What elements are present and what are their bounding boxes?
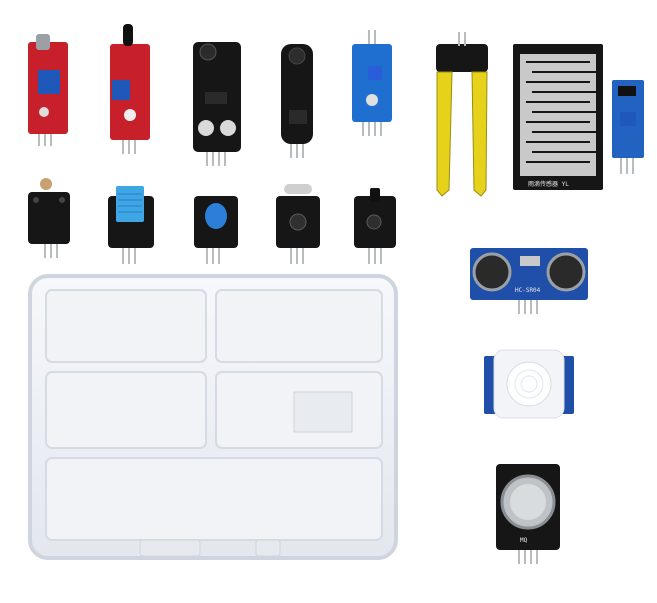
temperature-sensor-module [354,188,396,264]
line-tracking-sensor-module [281,44,313,158]
mq-gas-sensor-module: MQ [496,464,560,564]
ultrasonic-sensor-module: HC-SR04 [470,248,588,314]
rain-control-board [612,80,644,174]
tilt-sensor-module [276,184,320,264]
rain-sensor-plate: 雨滴传感器 YL [513,44,603,190]
rain-pcb-text: 雨滴传感器 YL [528,180,569,188]
pir-motion-sensor-module [484,349,574,419]
ultrasonic-pcb-text: HC-SR04 [515,287,541,294]
sound-sensor-module [28,34,68,146]
photoresistor-module [28,178,70,258]
capacitor-sensor-module [194,196,238,264]
storage-case [28,274,398,560]
dht11-sensor-module [108,186,154,264]
flame-sensor-module [110,24,150,154]
soil-moisture-sensor [436,32,488,197]
blue-sensor-module [352,30,392,136]
mq-pcb-text: MQ [520,537,528,544]
ir-obstacle-sensor-module [193,42,241,166]
